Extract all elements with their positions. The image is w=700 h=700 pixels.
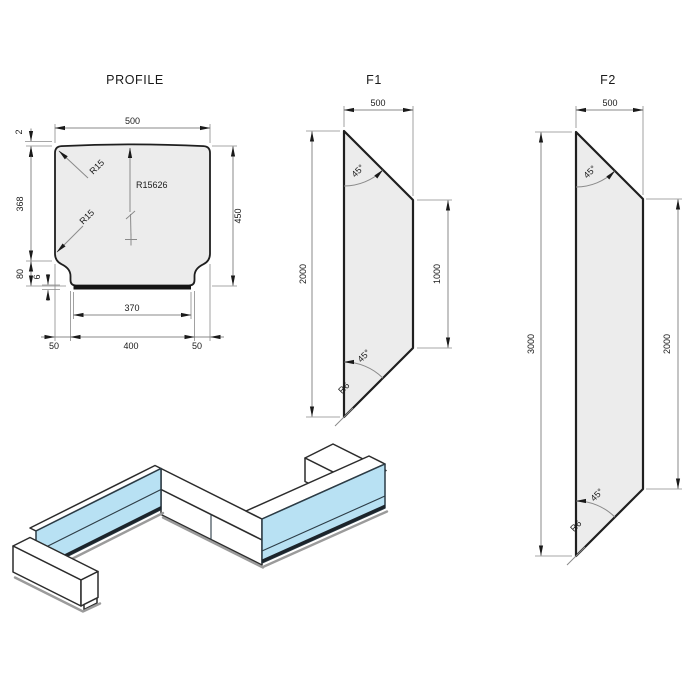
f2-view: F2 500 3000 2000 45° 45° R6	[526, 73, 682, 566]
iso-right-panel-base-strip	[262, 504, 385, 563]
f1-title: F1	[366, 73, 382, 87]
profile-dim-crown: 2	[14, 129, 24, 134]
leader-line	[58, 150, 89, 179]
profile-dim-bottom-right: 50	[192, 341, 202, 351]
profile-view: PROFILE 500 2 368 80 6 370	[14, 73, 243, 351]
leader-line	[56, 225, 84, 253]
iso-shadow-line	[161, 516, 265, 569]
f1-dim-top-width: 500	[370, 98, 385, 108]
f1-dim-left-height: 2000	[298, 264, 308, 284]
iso-leg1-foot	[83, 597, 98, 611]
radius-tick	[334, 407, 354, 427]
iso-leg1-end-face	[80, 570, 99, 607]
f2-dim-left-height: 3000	[526, 334, 536, 354]
f1-view: F1 500 2000 1000 45° 45° R6	[298, 73, 452, 427]
iso-shadow-line	[82, 602, 102, 613]
profile-dim-side-upper: 368	[15, 196, 25, 211]
f2-title: F2	[600, 73, 616, 87]
iso-shadow-line	[13, 576, 85, 613]
f1-dim-right-height: 1000	[432, 264, 442, 284]
profile-title: PROFILE	[106, 73, 164, 87]
profile-dim-side-lower: 80	[15, 269, 25, 279]
f1-outline	[342, 129, 415, 419]
profile-dim-bottom-left: 50	[49, 341, 59, 351]
iso-shadow-line	[262, 510, 389, 568]
iso-view	[12, 443, 389, 613]
leader-line	[130, 213, 132, 238]
profile-radius-crown: R15626	[136, 180, 168, 190]
profile-outline	[54, 143, 211, 287]
angle-arc	[575, 498, 616, 518]
angle-arc	[343, 169, 384, 187]
f2-outline	[574, 130, 645, 558]
f2-dim-top-width: 500	[602, 98, 617, 108]
profile-dim-side-right: 450	[233, 208, 243, 223]
profile-dim-strip-width: 370	[124, 303, 139, 313]
profile-dim-top-width: 500	[125, 116, 140, 126]
angle-arc	[575, 170, 616, 188]
angle-arc	[343, 359, 384, 379]
profile-dim-strip-thickness: 6	[32, 274, 42, 279]
iso-left-panel-seam	[35, 489, 162, 553]
f2-dim-right-height: 2000	[662, 334, 672, 354]
profile-dim-bottom-center: 400	[123, 341, 138, 351]
iso-right-panel-seam	[261, 495, 386, 552]
profile-base-strip	[73, 285, 191, 290]
radius-tick	[566, 546, 586, 566]
